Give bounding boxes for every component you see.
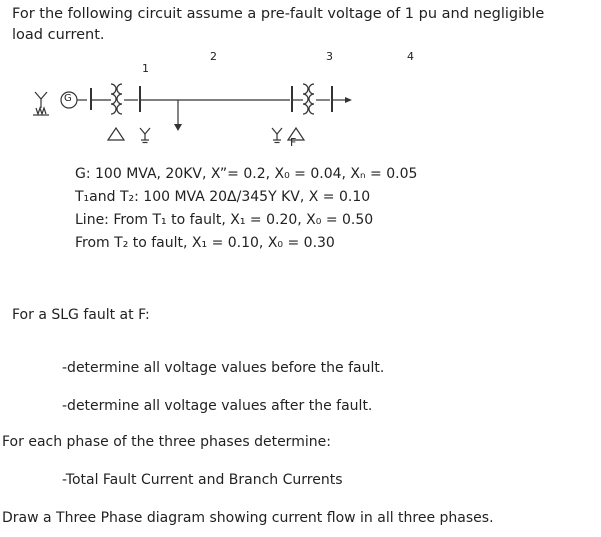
t1-delta-icon — [106, 126, 126, 141]
t1-wye-grounded-icon — [139, 127, 151, 144]
fault-arrow-icon — [174, 124, 182, 131]
each-phase-heading: For each phase of the three phases deter… — [2, 434, 331, 450]
t2-delta-icon — [286, 126, 306, 141]
bus-4-label: 4 — [407, 50, 414, 63]
intro-line-2: load current. — [12, 27, 105, 43]
bus-2-label: 2 — [210, 50, 217, 63]
slg-fault-heading: For a SLG fault at F: — [12, 307, 150, 323]
load-arrow-icon — [345, 97, 352, 103]
intro-line-1: For the following circuit assume a pre-f… — [12, 6, 545, 22]
question-voltages-before: -determine all voltage values before the… — [62, 360, 385, 376]
bus-3-label: 3 — [326, 50, 333, 63]
generator-label: G — [64, 93, 72, 104]
t2-secondary-coil — [308, 83, 315, 115]
fault-label: F — [290, 136, 297, 149]
draw-instruction: Draw a Three Phase diagram showing curre… — [2, 510, 494, 526]
generator-neutral-ground-icon — [33, 91, 49, 116]
question-fault-currents: -Total Fault Current and Branch Currents — [62, 472, 343, 488]
transformer-params: T₁and T₂: 100 MVA 20Δ/345Y KV, X = 0.10 — [75, 189, 371, 205]
line-params-t1: Line: From T₁ to fault, X₁ = 0.20, X₀ = … — [75, 212, 374, 228]
question-voltages-after: -determine all voltage values after the … — [62, 398, 373, 414]
bus-1-label: 1 — [142, 62, 149, 75]
generator-params: G: 100 MVA, 20KV, X”= 0.2, X₀ = 0.04, Xₙ… — [75, 166, 418, 182]
t2-wye-grounded-icon — [271, 127, 283, 144]
t1-secondary-coil — [116, 83, 123, 115]
line-params-t2: From T₂ to fault, X₁ = 0.10, X₀ = 0.30 — [75, 235, 335, 251]
t2-primary-coil — [302, 83, 309, 115]
t1-primary-coil — [110, 83, 117, 115]
one-line-diagram — [33, 83, 352, 144]
